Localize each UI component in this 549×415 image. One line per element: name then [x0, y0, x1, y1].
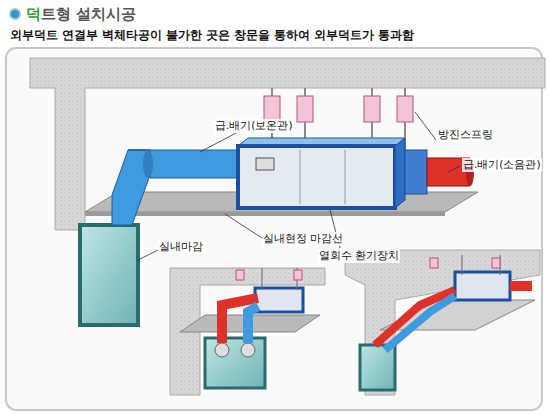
part-label: 급.배기(보온관)	[214, 119, 294, 133]
part-label: 실내마감	[158, 240, 204, 254]
part-label: 급.배기(소음관)	[462, 158, 542, 172]
part-label: 방진스프링	[437, 128, 494, 142]
subtitle-note: 외부덕트 연결부 벽체타공이 불가한 곳은 창문을 통하여 외부덕트가 통과함	[10, 28, 414, 43]
page-title: 덕트형 설치시공	[26, 5, 136, 24]
part-label: 열회수 환기장치	[318, 249, 400, 263]
part-label: 실내현정 마감선	[262, 232, 344, 246]
